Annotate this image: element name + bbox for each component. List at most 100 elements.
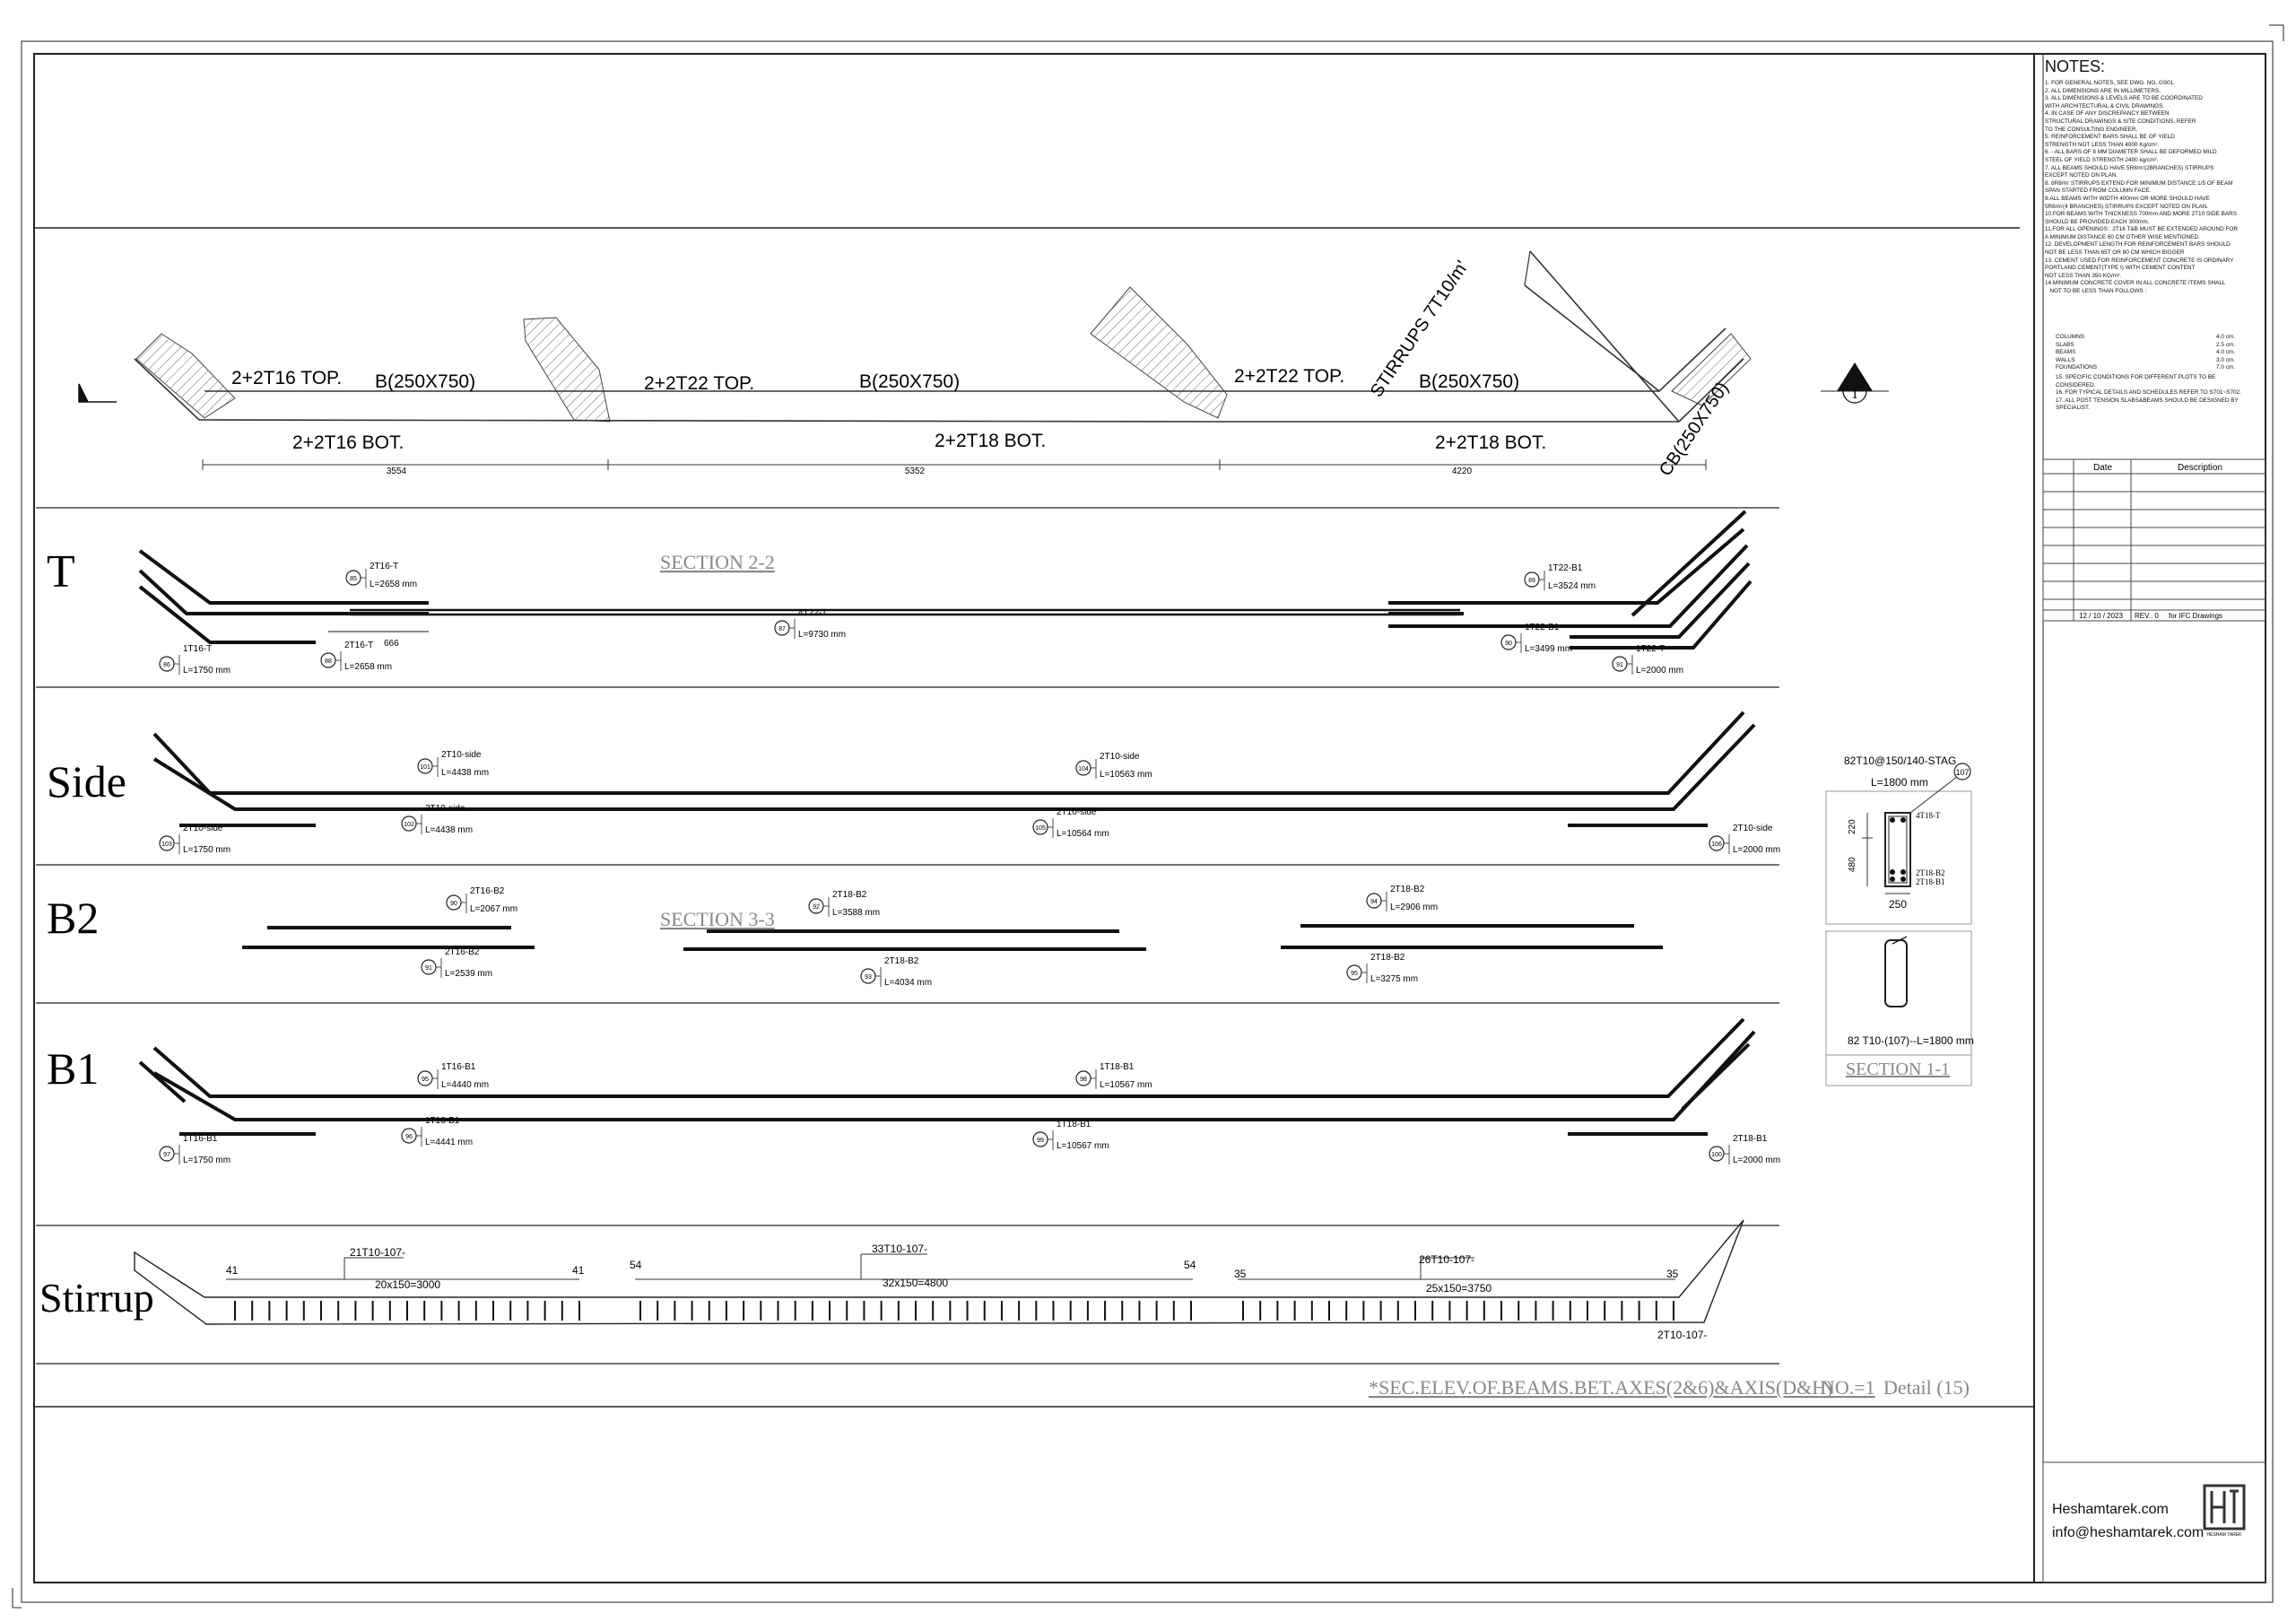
bar-length: L=1750 mm (183, 845, 230, 855)
bar-length: L=4440 mm (441, 1080, 489, 1090)
bar-length: L=3524 mm (1548, 581, 1596, 591)
bar-number: 95 (1351, 971, 1358, 977)
span-label-2: 5352 (905, 467, 926, 476)
cover-item: COLUMNS (2056, 334, 2084, 340)
bar-number: 102 (404, 822, 414, 828)
section-dim-width: 250 (1889, 898, 1907, 911)
section-1-1: 220 480 250 82T10@150/140-STAG L=1800 mm… (1825, 754, 1974, 1086)
stirrup-row-outline (134, 1219, 1744, 1325)
stirrup-set-2-spacing: 32x150=4800 (883, 1277, 948, 1289)
section-bot-label-2: 2T18-B1 (1916, 877, 1945, 886)
stirrup-set-2-left: 54 (630, 1259, 642, 1271)
note-line: NOT BE LESS THAN 65T OR 80 CM WHICH BIGG… (2045, 249, 2185, 257)
stirrup-set-2-right: 54 (1184, 1259, 1196, 1271)
bar-name: 2T18-B2 (884, 956, 919, 966)
bar-length: L=4438 mm (441, 768, 489, 778)
bar-number: 97 (163, 1152, 170, 1158)
bar-number: 86 (163, 662, 170, 668)
bar-name: 2T10-side (1100, 752, 1140, 762)
bar-name: 2T18-B1 (1733, 1134, 1768, 1144)
bar-name: 1T18-B1 (1100, 1062, 1135, 1072)
cover-item: SLABS (2056, 341, 2074, 348)
note-line: 12. DEVELOPMENT LENGTH FOR REINFORCEMENT… (2045, 241, 2231, 249)
bar-length: L=2000 mm (1733, 1155, 1780, 1165)
rev-desc-header: Description (2178, 463, 2222, 473)
note-line: 3. ALL DIMENSIONS & LEVELS ARE TO BE COO… (2045, 95, 2203, 102)
note-line: STRENGTH NOT LESS THAN 4000 Kg/cm². (2045, 141, 2160, 148)
stirrup-shape (1884, 939, 1908, 1007)
bar-length: L=3275 mm (1370, 974, 1418, 984)
note-line: 10.FOR BEAMS WITH THICKNESS 700mm AND MO… (2045, 211, 2238, 218)
note-line: A MINIMUM DISTANCE 60 CM OTHER WISE MENT… (2045, 233, 2200, 240)
level-mark (78, 383, 117, 403)
bar-number: 105 (1035, 825, 1046, 832)
section-outline (1884, 812, 1911, 887)
bar-length: L=2000 mm (1636, 666, 1683, 676)
cover-item: FOUNDATIONS (2056, 364, 2098, 371)
bar-number: 106 (1711, 842, 1722, 848)
bar-length: L=2658 mm (344, 662, 392, 672)
note-line: TO THE CONSULTING ENGINEER. (2045, 126, 2138, 133)
bar-length: L=10567 mm (1100, 1080, 1152, 1090)
bar-length: L=10563 mm (1100, 770, 1152, 780)
revision-table (2042, 458, 2266, 622)
note-line: STRUCTURAL DRAWINGS & SITE CONDITIONS, R… (2045, 118, 2196, 125)
note-line: 16. FOR TYPICAL DETAILS AND SCHEDULES RE… (2056, 389, 2241, 397)
detail-no: NO.=1 (1821, 1376, 1875, 1399)
bar-name: 1T16-B1 (441, 1062, 476, 1072)
logo (2203, 1484, 2246, 1530)
detail-number: Detail (15) (1883, 1376, 1970, 1399)
beam-outline (134, 250, 1744, 423)
bar-length: L=2000 mm (1733, 845, 1780, 855)
bar-name: 2T10-side (183, 824, 223, 833)
note-line: 13. CEMENT USED FOR REINFORCEMENT CONCRE… (2045, 257, 2234, 264)
rev-date: 12 / 10 / 2023 (2079, 612, 2123, 620)
bar-name: 2T16-T (344, 641, 373, 650)
note-line: SPECIALIST. (2056, 405, 2091, 412)
email-link[interactable]: info@heshamtarek.com (2052, 1525, 2205, 1540)
note-line: WITH ARCHITECTURAL & CIVIL DRAWINGS. (2045, 102, 2165, 109)
bar-name: 4T22-T (798, 608, 827, 618)
bar-length: L=2658 mm (370, 580, 417, 589)
bar-number: 101 (420, 764, 430, 771)
sheet-frame (12, 24, 2284, 1609)
bar-name: 2T10-side (1733, 824, 1773, 833)
bar-number: 93 (865, 974, 872, 981)
top-bar-label-3: 2+2T22 TOP. (1234, 366, 1344, 387)
bar-name: 1T22-B1 (1525, 623, 1560, 632)
stirrup-ticks (234, 1301, 1674, 1321)
section-stirrup-number: 107 (1955, 768, 1969, 777)
column-hatch-1 (135, 333, 236, 419)
row-label-stirrup: Stirrup (39, 1275, 154, 1321)
website-link[interactable]: Heshamtarek.com (2052, 1502, 2169, 1517)
bar-name: 2T16-B2 (445, 947, 480, 957)
note-line: EXCEPT NOTED ON PLAN. (2045, 172, 2118, 179)
notes-block: NOTES: 1. FOR GENERAL NOTES, SEE DWG. NO… (2045, 57, 2260, 296)
note-line: 15. SPECIFIC CONDITIONS FOR DIFFERENT PL… (2056, 373, 2216, 380)
span-label-1: 3554 (387, 467, 407, 476)
stirrup-set-3-right: 35 (1666, 1268, 1679, 1280)
note-line: 11.FOR ALL OPENINGS : 2T16 T&B MUST BE E… (2045, 226, 2238, 233)
bar-number: 96 (405, 1134, 413, 1140)
bar-name: 1T16-T (183, 644, 212, 654)
note-line: CONSIDERED. (2056, 381, 2096, 388)
bar-number: 90 (1505, 641, 1512, 647)
stirrup-set-1-name: 21T10-107- (350, 1246, 405, 1259)
note-line: PORTLAND CEMENT(TYPE I) WITH CEMENT CONT… (2045, 265, 2196, 272)
t-row-bars (138, 510, 1752, 650)
section-2-2-title: SECTION 2-2 (660, 551, 775, 573)
bar-number: 95 (422, 1077, 429, 1083)
note-line: 6. - ALL BARS OF 8 MM DIAMETER SHALL BE … (2045, 149, 2217, 156)
bar-length: L=4441 mm (425, 1138, 473, 1147)
bar-name: 1T16-B1 (183, 1134, 218, 1144)
bar-length: L=2539 mm (445, 969, 492, 979)
